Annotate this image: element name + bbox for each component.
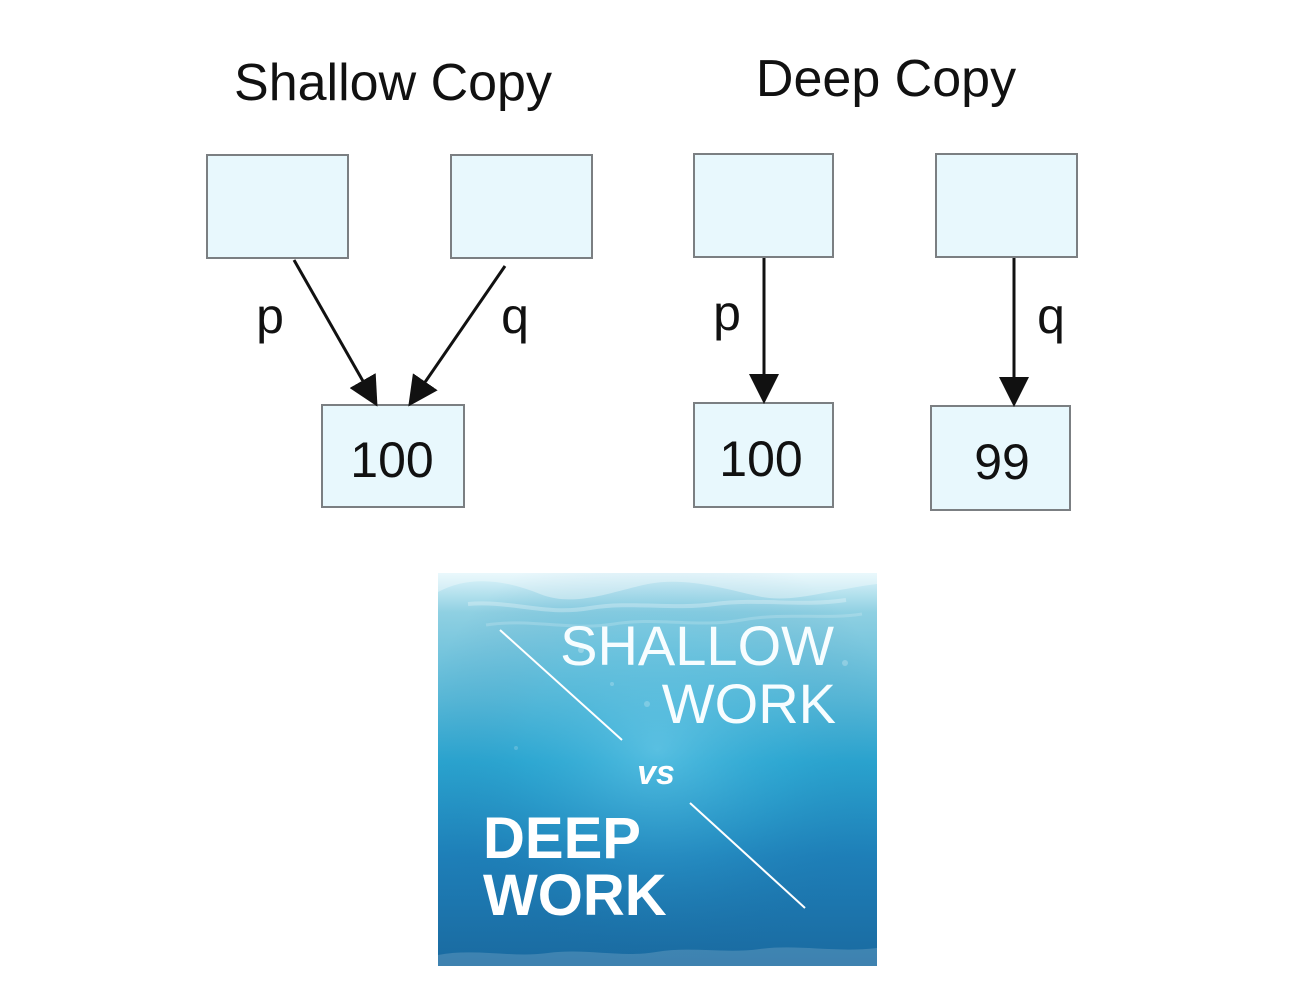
banner-ripple-line-1 [467,598,847,613]
shallow-q-arrow [408,265,507,407]
shallow-p-box [206,154,349,259]
deep-q-label: q [1037,288,1065,344]
banner-bubble [644,701,650,707]
shallow-q-label: q [501,288,529,344]
banner-glow [438,573,877,966]
deep-left-value-box [693,402,834,508]
banner-top-ripple [438,573,877,600]
deep-p-label: p [713,285,741,341]
banner-deep-line-2: WORK [483,863,667,928]
banner-bubble [514,746,518,750]
shallow-value-box [321,404,465,508]
shallow-value-text: 100 [350,432,433,488]
banner-deep-line-1: DEEP [483,806,641,871]
banner-shallow-line-2: WORK [662,672,836,735]
shallow-q-box [450,154,593,259]
shallow-vs-deep-banner: SHALLOW WORK vs DEEP WORK [438,573,877,966]
banner-divider-top [499,629,623,741]
shallow-p-arrow [292,259,378,407]
deep-left-value-text: 100 [719,431,802,487]
banner-shallow-line-1: SHALLOW [560,614,834,677]
banner-bubble [610,682,614,686]
banner-ripple-line-2 [485,612,863,628]
deep-right-value-text: 99 [974,434,1030,490]
banner-bottom-ripple [438,947,877,966]
banner-bubble [821,650,825,654]
banner-bubble [842,660,848,666]
deep-p-box [693,153,834,258]
deep-q-box [935,153,1078,258]
deep-copy-title: Deep Copy [756,50,1016,108]
banner-vs-text: vs [637,754,675,792]
shallow-p-label: p [256,288,284,344]
banner-bubble [578,647,584,653]
banner-divider-bottom [689,802,806,909]
shallow-copy-title: Shallow Copy [234,54,552,112]
